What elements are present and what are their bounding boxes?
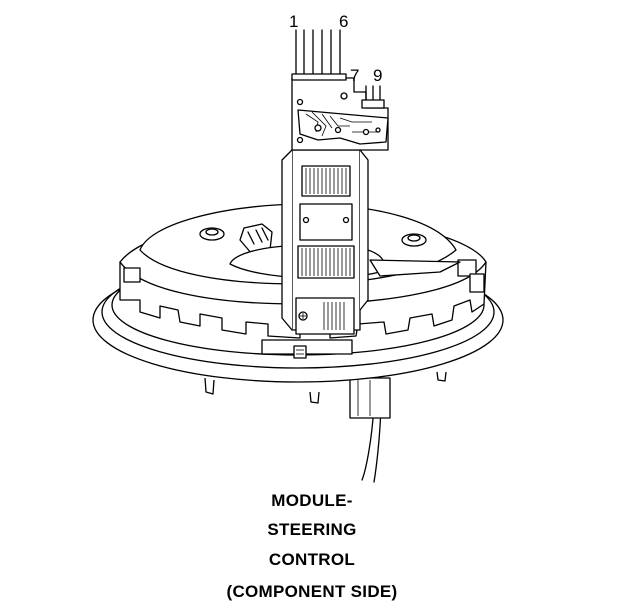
caption-line-4: (COMPONENT SIDE) xyxy=(226,582,398,601)
circuit-module xyxy=(261,77,389,359)
pin-label-7: 7 xyxy=(350,66,360,85)
caption-line-3: CONTROL xyxy=(268,550,356,569)
connector-pins-1-6 xyxy=(291,29,347,81)
pin-label-9: 9 xyxy=(373,66,383,85)
caption-line-2: STEERING xyxy=(267,520,357,539)
mounting-feet xyxy=(204,371,447,404)
caption-line-1: MODULE- xyxy=(271,491,353,510)
connector-pins-7-9 xyxy=(361,85,385,109)
pin-label-1: 1 xyxy=(289,12,299,31)
wiring-harness xyxy=(349,377,391,483)
pin-label-6: 6 xyxy=(339,12,349,31)
